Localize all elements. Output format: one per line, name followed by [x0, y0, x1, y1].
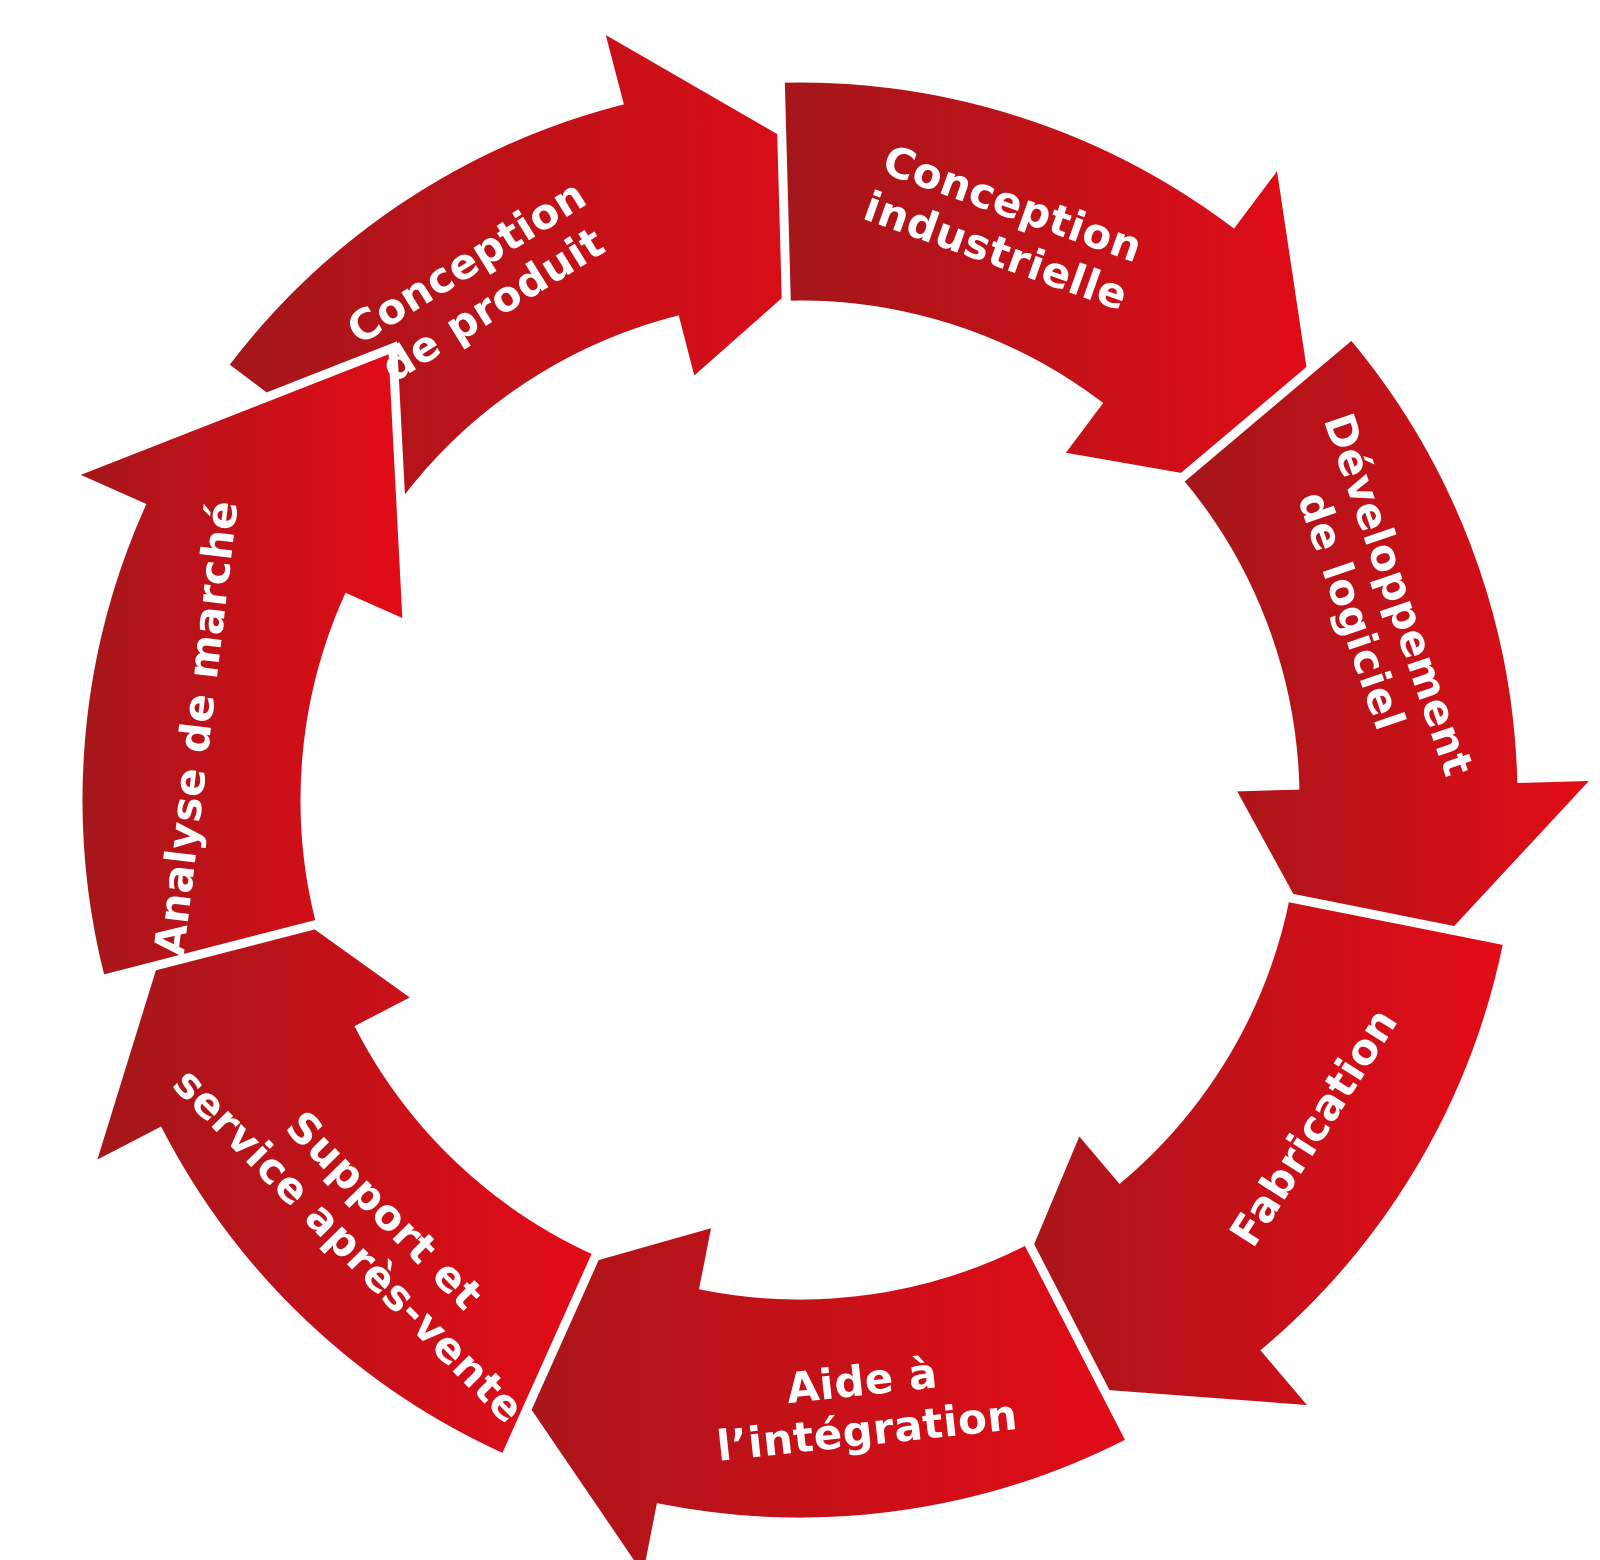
cycle-arrow-fabrication: [964, 891, 1514, 1416]
segments-layer: [57, 16, 1600, 1560]
cycle-arrow-support-apres-vente: [82, 829, 604, 1465]
cycle-arrow-developpement-logiciel: [1172, 328, 1600, 1039]
cycle-arrow-analyse-marche: [57, 341, 413, 986]
cycle-arrow-aide-integration: [442, 1215, 1138, 1560]
cycle-arrow-conception-industrielle: [775, 73, 1337, 510]
